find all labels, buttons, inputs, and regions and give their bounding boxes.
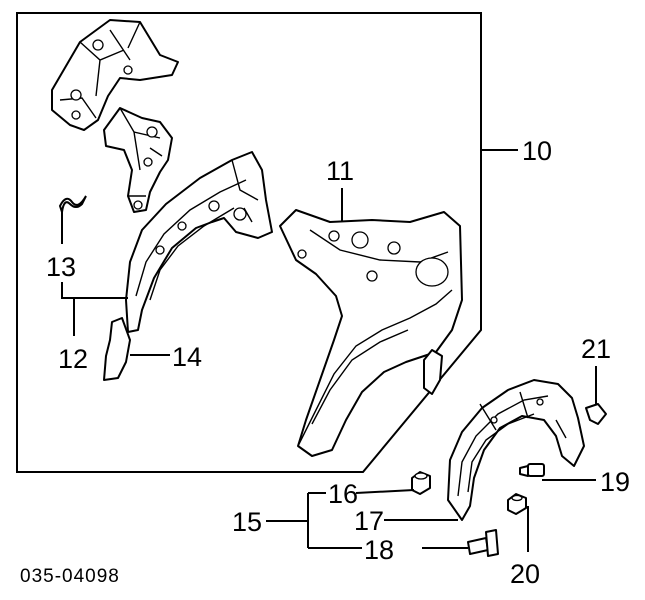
callout-13: 13 <box>46 252 76 282</box>
callout-14: 14 <box>172 342 202 372</box>
hex-nut-part <box>507 493 527 515</box>
callout-10: 10 <box>522 136 552 166</box>
callout-20: 20 <box>510 559 540 589</box>
patch-part <box>103 317 131 381</box>
callout-11: 11 <box>326 156 354 186</box>
group-frame <box>16 12 482 473</box>
retainer-clip-part <box>585 403 607 425</box>
callout-17: 17 <box>354 506 384 536</box>
wheel-liner-part <box>447 379 585 521</box>
callout-18: 18 <box>364 535 394 565</box>
upper-bracket-part <box>51 19 179 131</box>
callout-16: 16 <box>328 479 358 509</box>
lower-bracket-part <box>103 107 173 213</box>
inner-wheelhouse-part <box>125 151 273 333</box>
leader-lines <box>61 149 597 552</box>
callout-21: 21 <box>581 334 611 364</box>
clip-part <box>58 195 87 213</box>
quarter-inner-panel-part <box>279 209 463 457</box>
nut-part <box>411 471 431 495</box>
diagram-code: 035-04098 <box>20 566 120 587</box>
callout-15: 15 <box>232 507 262 537</box>
callout-19: 19 <box>600 467 630 497</box>
bolt-part <box>519 463 545 477</box>
callout-12: 12 <box>58 344 88 374</box>
screw-part <box>467 529 499 557</box>
